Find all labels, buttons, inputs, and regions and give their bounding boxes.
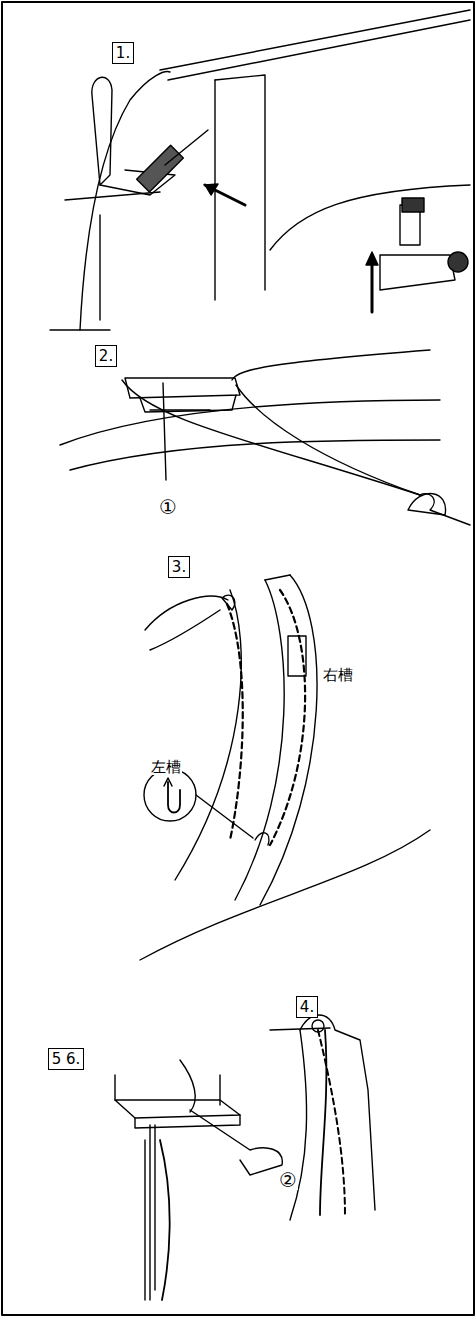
step-number: 2. — [99, 349, 113, 364]
step-number-box: 2. — [95, 345, 117, 367]
step-number-box: 5 6. — [48, 1048, 84, 1070]
callout-number: ② — [278, 1170, 298, 1190]
groove-label: 右槽 — [322, 668, 354, 683]
step-number: 1. — [116, 46, 130, 61]
step-number-box: 4. — [296, 996, 318, 1018]
step-number-box: 3. — [168, 556, 190, 578]
step-number: 5 6. — [52, 1052, 81, 1067]
callout-number: ① — [158, 497, 178, 517]
step-number-box: 1. — [112, 42, 134, 64]
groove-label: 左槽 — [150, 760, 182, 775]
step-number: 3. — [172, 560, 186, 575]
step-number: 4. — [300, 1000, 314, 1015]
